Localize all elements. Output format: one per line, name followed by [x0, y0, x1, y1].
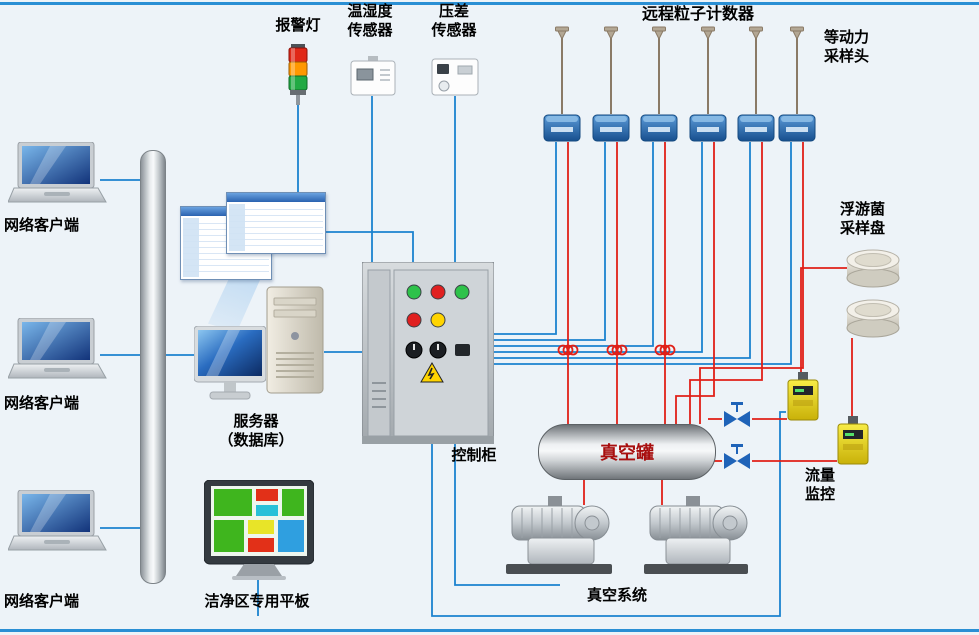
flow-monitor-icon — [787, 372, 819, 421]
laptop-icon — [7, 317, 107, 379]
control-cabinet-icon — [361, 261, 495, 445]
label-server: 服务器 （数据库） — [198, 412, 314, 450]
vacuum-pump-1 — [504, 494, 616, 582]
label-line: 流量 — [804, 466, 835, 484]
label-line: 压差 — [438, 2, 469, 20]
laptop-icon — [7, 489, 107, 551]
label-particle-counters: 远程粒子计数器 — [608, 4, 788, 23]
bottom-border-line — [0, 629, 979, 632]
pressure-sensor-icon — [431, 58, 479, 96]
window-titlebar — [227, 193, 325, 202]
monitor-icon — [193, 325, 267, 400]
label-flow-monitoring: 流量 监控 — [794, 466, 846, 504]
laptop-client-2 — [7, 317, 108, 392]
label-isokinetic-head: 等动力 采样头 — [824, 28, 888, 66]
pressure-sensor — [431, 56, 479, 100]
label-line: 网络客户端 — [4, 394, 80, 412]
label-line: 服务器 — [233, 412, 279, 430]
valve-icon — [724, 444, 750, 469]
label-line: 报警灯 — [275, 16, 321, 34]
particle-counter-icon — [640, 114, 678, 142]
label-line: 远程粒子计数器 — [641, 4, 754, 23]
vacuum-lines-red — [557, 142, 853, 505]
laptop-icon — [7, 141, 107, 203]
label-line: 浮游菌 — [840, 200, 886, 218]
control-cabinet — [361, 261, 495, 448]
vacuum-pump-icon — [506, 496, 612, 574]
label-network-client-3: 网络客户端 — [4, 592, 100, 611]
particle-counter-icon — [778, 114, 816, 142]
laptop-client-1 — [7, 141, 108, 216]
particle-counter-3 — [640, 114, 678, 146]
vacuum-pump-icon — [644, 496, 748, 574]
server-tower — [266, 286, 324, 398]
label-line: 监控 — [804, 485, 835, 503]
particle-counter-icon — [543, 114, 581, 142]
label-line: 控制柜 — [451, 446, 497, 464]
flow-monitor-2 — [836, 416, 870, 470]
top-border-line — [0, 2, 979, 5]
particle-counter-icon — [689, 114, 727, 142]
label-line: 采样头 — [824, 47, 870, 65]
label-cleanroom-tablet: 洁净区专用平板 — [192, 592, 322, 611]
label-line: 网络客户端 — [4, 216, 80, 234]
particle-counter-5 — [737, 114, 775, 146]
valve-1 — [722, 402, 752, 432]
temp-humidity-sensor-icon — [350, 56, 396, 96]
software-window-front — [226, 192, 326, 254]
label-temp-humidity-sensor: 温湿度 传感器 — [342, 2, 398, 40]
sampling-rods — [561, 38, 798, 114]
label-line: （数据库） — [218, 431, 294, 449]
label-line: 采样盘 — [840, 219, 886, 237]
label-line: 传感器 — [431, 21, 477, 39]
label-line: 洁净区专用平板 — [204, 592, 310, 610]
petri-dish-icon — [846, 299, 900, 338]
bacteria-dish-1 — [846, 246, 900, 294]
label-alarm-light: 报警灯 — [266, 16, 330, 35]
isokinetic-heads-icon — [555, 26, 804, 41]
label-line: 真空系统 — [586, 586, 647, 604]
tower-icon — [266, 286, 324, 394]
petri-dish-icon — [846, 249, 900, 288]
alarm-stack-light — [281, 44, 315, 110]
valve-2 — [722, 444, 752, 474]
window-table — [229, 204, 323, 251]
label-network-client-2: 网络客户端 — [4, 394, 100, 413]
flow-monitor-1 — [786, 372, 820, 426]
label-control-cabinet: 控制柜 — [442, 446, 506, 465]
label-pressure-sensor: 压差 传感器 — [426, 2, 482, 40]
tablet-icon — [203, 479, 315, 580]
flow-monitor-icon — [837, 416, 869, 465]
label-line: 等动力 — [824, 28, 870, 46]
bacteria-dish-2 — [846, 296, 900, 344]
particle-counter-6 — [778, 114, 816, 146]
laptop-client-3 — [7, 489, 108, 564]
network-riser-pipe — [140, 150, 166, 584]
particle-counter-1 — [543, 114, 581, 146]
label-network-client-1: 网络客户端 — [4, 216, 100, 235]
alarm-light-icon — [288, 44, 308, 105]
label-bacteria-sampler: 浮游菌 采样盘 — [840, 200, 900, 238]
label-line: 传感器 — [347, 21, 393, 39]
vacuum-pump-2 — [642, 494, 752, 582]
cleanroom-tablet — [203, 479, 315, 584]
particle-counter-icon — [592, 114, 630, 142]
server-monitor — [193, 325, 267, 410]
valve-icon — [724, 402, 750, 427]
vacuum-tank-label: 真空罐 — [600, 443, 654, 464]
label-vacuum-system: 真空系统 — [552, 586, 682, 605]
label-line: 温湿度 — [347, 2, 393, 20]
temp-humidity-sensor — [350, 56, 396, 100]
vacuum-tank: 真空罐 — [538, 424, 716, 480]
label-line: 网络客户端 — [4, 592, 80, 610]
particle-counter-2 — [592, 114, 630, 146]
particle-counter-icon — [737, 114, 775, 142]
particle-counter-4 — [689, 114, 727, 146]
